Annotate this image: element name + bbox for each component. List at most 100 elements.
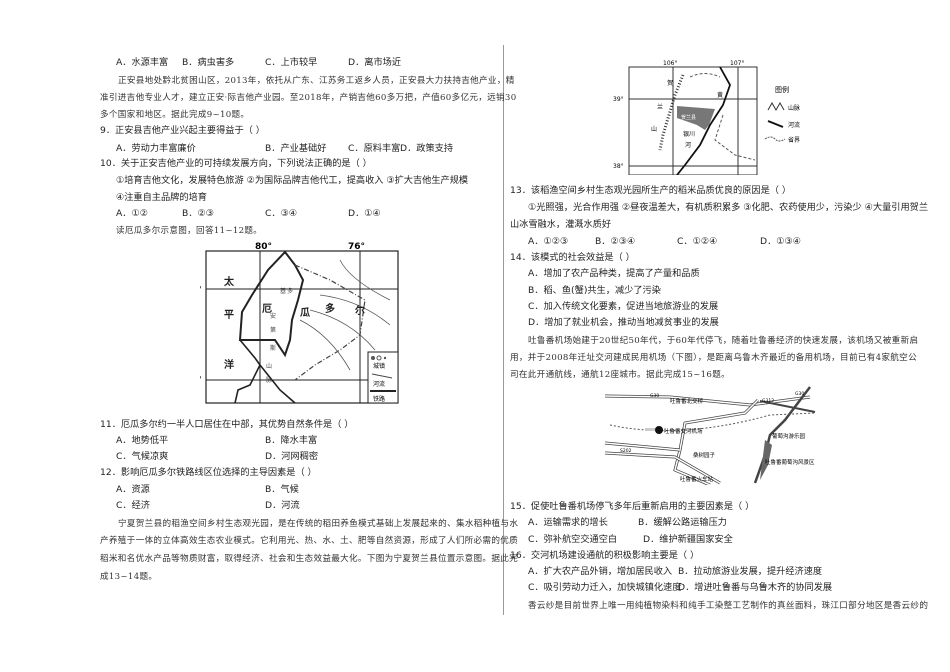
q15-stem: 15．促使吐鲁番机场停飞多年后重新启用的主要因素是（ ）	[510, 501, 755, 512]
q16-option-c[interactable]: C．吸引劳动力迁入，加快城镇化速度	[528, 582, 682, 593]
q8-option-d[interactable]: D．离市场近	[348, 57, 402, 68]
lon-label: 76°	[348, 242, 365, 252]
mountain-label: 山	[266, 362, 272, 370]
lat-label: 4°	[200, 375, 202, 384]
map-label: 兰	[657, 103, 663, 111]
map-label: 黄	[717, 91, 723, 99]
legend-boundary: 省界	[788, 136, 800, 144]
map-label: 葡萄沟游乐园	[772, 432, 806, 440]
map-label: 山	[651, 125, 657, 133]
map-label: 吐鲁番北交桥	[670, 397, 704, 405]
q9-option-b[interactable]: B．产业基础好	[265, 143, 327, 154]
map-label: 河	[685, 141, 691, 149]
q12-option-d[interactable]: D．河流	[265, 500, 300, 511]
q14-option-c[interactable]: C．加入传统文化要素，促进当地旅游业的发展	[528, 301, 719, 312]
q9-option-c[interactable]: C．原料丰富	[348, 143, 401, 154]
q10-option-a[interactable]: A．①②	[116, 208, 148, 219]
q15-option-a[interactable]: A．运输需求的增长	[528, 517, 608, 528]
mountain-label: 第	[270, 326, 276, 334]
legend-mountain: 山脉	[788, 104, 800, 112]
legend-railway: 铁路	[373, 395, 385, 403]
q10-option-d[interactable]: D．①④	[348, 208, 381, 219]
q13-option-a[interactable]: A．①②③	[528, 236, 569, 247]
passage-line: 香云纱是目前世界上唯一用纯植物染料和纯手工染整工艺制作的真丝面料，珠江口部分地区…	[528, 601, 929, 611]
q16-option-b[interactable]: B．拉动旅游业发展，提升经济速度	[678, 566, 823, 577]
q9-option-d[interactable]: D．政策支持	[400, 143, 454, 154]
legend-river: 河流	[788, 121, 800, 129]
passage-line: 多个国家和地区。据此完成9~10题。	[100, 110, 250, 120]
q15-option-b[interactable]: B．缓解公路运输压力	[638, 517, 727, 528]
column-divider	[503, 45, 504, 615]
q16-option-a[interactable]: A．扩大农产品外销，增加居民收入	[528, 566, 673, 577]
map-label: 桑树园子	[693, 451, 716, 459]
map-intro: 读厄瓜多尔示意图，回答11~12题。	[116, 226, 263, 236]
city-label: 多	[287, 287, 293, 295]
q11-option-c[interactable]: C．气候凉爽	[116, 451, 169, 462]
passage-line: 稻米和名优水产品等物质财富，取得经济、社会和生态效益最大化。下图为宁夏贺兰县位置…	[100, 554, 519, 564]
q14-option-b[interactable]: B．稻、鱼(蟹)共生，减少了污染	[528, 285, 661, 296]
q14-option-d[interactable]: D．增加了就业机会，推动当地减贫事业的发展	[528, 317, 719, 328]
q11-stem: 11．厄瓜多尔约一半人口居住在中部，其优势自然条件是（ ）	[100, 419, 354, 430]
q9-option-a[interactable]: A．劳动力丰富廉价	[116, 143, 196, 154]
helan-map: 106° 107° 39° 38° 贺兰县 银川 黄 河 贺 兰 山 图例 山脉…	[613, 60, 800, 175]
road-label: G30	[650, 393, 659, 399]
legend-town: 城镇	[373, 362, 385, 370]
q14-option-a[interactable]: A．增加了农产品种类，提高了产量和品质	[528, 268, 700, 279]
q12-option-a[interactable]: A．资源	[116, 484, 150, 495]
passage-line: 产养殖于一体的立体高效生态农业模式。它利用光、热、水、土、肥等自然资源，形成了人…	[100, 536, 519, 546]
q13-statements: 山冰雪融水，灌溉水质好	[510, 219, 612, 230]
q15-option-c[interactable]: C．弥补航空交通空白	[528, 534, 618, 545]
map-label: 银川	[683, 130, 695, 138]
q10-stem: 10．关于正安吉他产业的可持续发展方向，下列说法正确的是（ ）	[100, 158, 372, 169]
q8-option-c[interactable]: C．上市较早	[265, 57, 318, 68]
q9-stem: 9．正安县吉他产业兴起主要得益于（ ）	[100, 125, 265, 136]
q16-stem: 16．交河机场建设通航的积极影响主要是（ ）	[510, 550, 700, 561]
q10-statements: ④注重自主品牌的培育	[116, 192, 207, 203]
country-label: 尔	[354, 304, 365, 317]
q10-statements: ①培育吉他文化，发展特色旅游 ②为国际品牌吉他代工，提高收入 ③扩大吉他生产规模	[116, 175, 469, 186]
lat-label: 0°	[200, 285, 202, 294]
passage-line: 用，并于2008年迁址交河建成民用机场（下图），是距离乌鲁木齐最近的备用机场，目…	[510, 353, 917, 363]
lat-label: 38°	[613, 163, 624, 170]
q13-stem: 13．该稻渔空间乡村生态观光园所生产的稻米品质优良的原因是（ ）	[510, 185, 792, 196]
q11-option-d[interactable]: D．河网稠密	[265, 451, 319, 462]
country-label: 厄	[262, 303, 272, 315]
q10-option-b[interactable]: B．②③	[182, 208, 214, 219]
lon-label: 106°	[663, 60, 677, 67]
q13-option-c[interactable]: C．①②④	[677, 236, 718, 247]
lon-label: 107°	[730, 60, 744, 67]
q12-stem: 12．影响厄瓜多尔铁路线区位选择的主导因素是（ ）	[100, 467, 317, 478]
map-label: 吐鲁番火车站	[680, 475, 714, 483]
legend-title: 图例	[775, 85, 789, 94]
mountain-label: 斯	[270, 344, 276, 352]
q15-option-d[interactable]: D．维护新疆国家安全	[643, 534, 733, 545]
country-label: 瓜	[300, 307, 310, 319]
q8-option-b[interactable]: B．病虫害多	[182, 57, 235, 68]
q12-option-b[interactable]: B．气候	[265, 484, 299, 495]
ocean-label: 平	[224, 309, 234, 321]
q12-option-c[interactable]: C．经济	[116, 500, 150, 511]
q8-option-a[interactable]: A．水源丰富	[116, 57, 169, 68]
q11-option-a[interactable]: A．地势低平	[116, 435, 169, 446]
q13-option-b[interactable]: B．②③④	[595, 236, 636, 247]
q16-option-d[interactable]: D．增进吐鲁番与乌鲁木齐的协同发展	[678, 582, 833, 593]
q14-stem: 14．该模式的社会效益是（ ）	[510, 252, 635, 263]
lon-label: 80°	[255, 242, 272, 252]
passage-line: 正安县地处黔北贫困山区，2013年，依托从广东、江苏务工返乡人员，正安县大力扶持…	[118, 76, 515, 86]
road-label: G30	[795, 391, 804, 397]
ecuador-map: 80° 76° 0° 4° 太 平 洋 厄 瓜 多 尔 基 多 安 第 斯 山 …	[200, 242, 399, 404]
airport-map: 吐鲁番交河机场 吐鲁番北交桥 葡萄沟游乐园 吐鲁番葡萄沟风景区 桑树园子 吐鲁番…	[604, 386, 816, 485]
mountain-label: 脉	[266, 376, 272, 384]
q11-option-b[interactable]: B．降水丰富	[265, 435, 318, 446]
q10-option-c[interactable]: C．③④	[265, 208, 298, 219]
legend-river: 河流	[373, 380, 385, 388]
map-label: 贺兰县	[681, 114, 696, 121]
map-label: 吐鲁番葡萄沟风景区	[765, 458, 815, 466]
passage-line: 吐鲁番机场始建于20世纪50年代，于60年代停飞，随着吐鲁番经济的快速发展，该机…	[528, 336, 919, 346]
road-label: S202	[620, 448, 632, 454]
ocean-label: 洋	[224, 358, 234, 371]
mountain-label: 安	[270, 312, 276, 320]
q13-option-d[interactable]: D．①③④	[760, 236, 801, 247]
ocean-label: 太	[223, 275, 235, 288]
passage-line: 宁夏贺兰县的稻渔空间乡村生态观光园，是在传统的稻田养鱼模式基础上发展起来的、集水…	[118, 519, 519, 529]
